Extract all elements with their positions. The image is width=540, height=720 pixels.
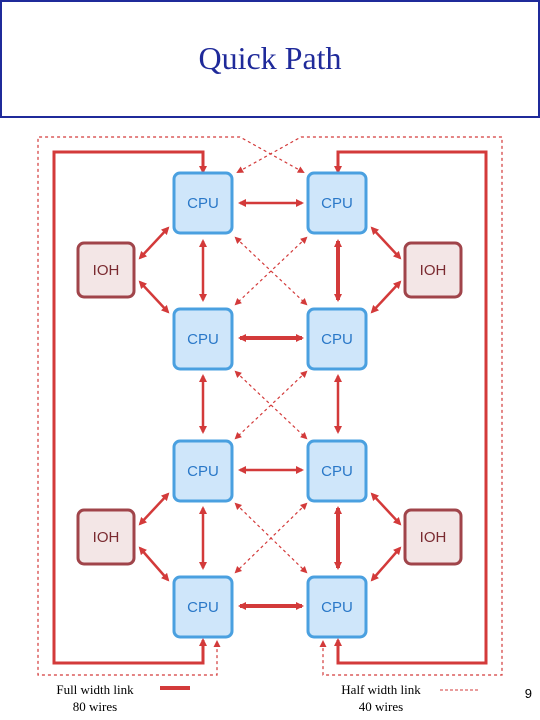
- ioh-node[interactable]: IOH: [403, 508, 463, 566]
- cpu-node[interactable]: CPU: [306, 439, 368, 503]
- page-number: 9: [524, 686, 532, 701]
- cpu-label: CPU: [187, 463, 219, 480]
- link-ioh2-cpu2: [370, 226, 402, 260]
- horizontal-links: [238, 199, 304, 610]
- ioh-label: IOH: [93, 262, 120, 279]
- diagonal-half-links: [234, 236, 308, 574]
- ioh-nodes: IOH IOH IOH IOH: [76, 241, 463, 566]
- cpu-node[interactable]: CPU: [306, 575, 368, 639]
- cpu-node[interactable]: CPU: [172, 307, 234, 371]
- outer-full-link-right: [334, 150, 488, 665]
- half-link-cpu2-cpu3: [234, 236, 308, 306]
- ioh-label: IOH: [420, 262, 447, 279]
- cpu-label: CPU: [321, 331, 353, 348]
- cpu-nodes: CPU CPU CPU CPU CPU CPU CPU CPU: [172, 171, 368, 639]
- cpu-node[interactable]: CPU: [172, 439, 234, 503]
- cpu-label: CPU: [321, 195, 353, 212]
- cpu-label: CPU: [321, 463, 353, 480]
- link-ioh2-cpu4: [370, 280, 402, 314]
- link-ioh1-cpu1: [138, 226, 170, 260]
- outer-half-link-right: [236, 136, 503, 676]
- ioh-label: IOH: [93, 529, 120, 546]
- half-link-cpu4-cpu5: [234, 370, 308, 440]
- cpu-node[interactable]: CPU: [306, 307, 368, 371]
- outer-full-links: [52, 150, 488, 665]
- legend-full-sublabel: 80 wires: [72, 699, 118, 714]
- link-ioh3-cpu7: [138, 546, 170, 582]
- link-ioh3-cpu5: [138, 492, 170, 526]
- legend-half-width: Half width link 40 wires: [326, 681, 436, 715]
- ioh-label: IOH: [420, 529, 447, 546]
- cpu-label: CPU: [187, 195, 219, 212]
- slide-title: Quick Path: [198, 40, 342, 76]
- ioh-node[interactable]: IOH: [76, 241, 136, 299]
- title-bar: Quick Path: [0, 0, 540, 118]
- ioh-node[interactable]: IOH: [76, 508, 136, 566]
- legend-swatches: [160, 686, 478, 691]
- ioh-node[interactable]: IOH: [403, 241, 463, 299]
- outer-half-link-left: [37, 136, 305, 676]
- cpu-label: CPU: [187, 331, 219, 348]
- legend-full-label: Full width link: [56, 682, 134, 697]
- link-ioh4-cpu6: [370, 492, 402, 526]
- cpu-label: CPU: [321, 599, 353, 616]
- ioh-links: [138, 226, 402, 582]
- legend-full-width: Full width link 80 wires: [40, 681, 150, 715]
- legend-half-label: Half width link: [341, 682, 421, 697]
- cpu-node[interactable]: CPU: [172, 575, 234, 639]
- link-ioh1-cpu3: [138, 280, 170, 314]
- cpu-label: CPU: [187, 599, 219, 616]
- legend-half-sublabel: 40 wires: [358, 699, 404, 714]
- outer-half-links: [37, 136, 503, 676]
- cpu-node[interactable]: CPU: [172, 171, 234, 235]
- vertical-links: [199, 239, 342, 570]
- outer-full-link-left: [52, 150, 207, 665]
- half-link-cpu6-cpu7: [234, 502, 308, 574]
- cpu-node[interactable]: CPU: [306, 171, 368, 235]
- link-ioh4-cpu8: [370, 546, 402, 582]
